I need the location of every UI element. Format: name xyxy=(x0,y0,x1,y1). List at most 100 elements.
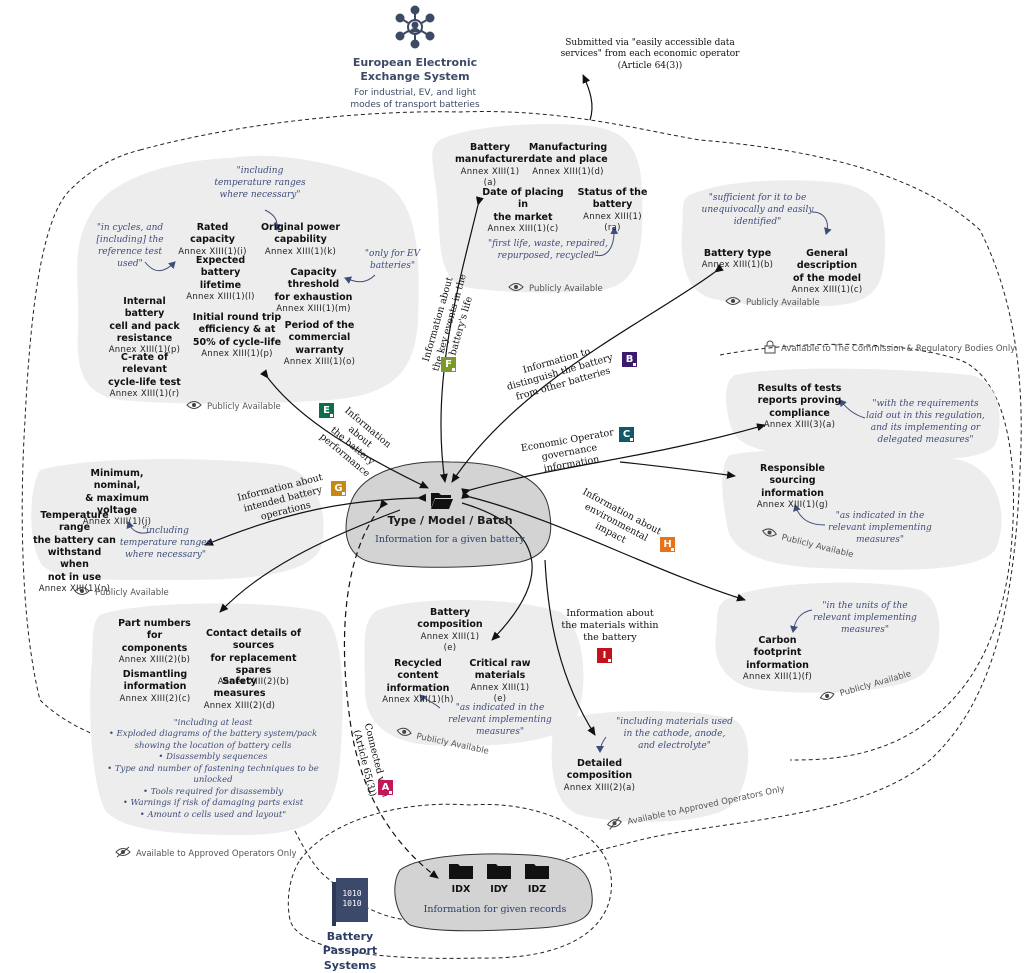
quote-arrow-10 xyxy=(419,694,441,709)
record-idz[interactable]: IDZ xyxy=(524,862,550,895)
quote-arrow-1 xyxy=(264,209,282,231)
folder-icon xyxy=(525,864,549,879)
eye-icon xyxy=(74,586,90,599)
badge-f: F xyxy=(441,357,456,372)
record-idx[interactable]: IDX xyxy=(448,862,474,895)
svg-text:1010: 1010 xyxy=(342,899,361,908)
badge-e: E xyxy=(319,403,334,418)
record-idy[interactable]: IDY xyxy=(486,862,512,895)
badge-a: A xyxy=(378,780,393,795)
approved-operators-boundary xyxy=(21,111,1022,921)
edge-key-events xyxy=(439,196,484,483)
quote-arrow-7 xyxy=(793,504,826,526)
blob-carbon-bg xyxy=(715,582,940,693)
center-subtitle: Information for a given battery xyxy=(375,534,525,545)
quote-arrow-4 xyxy=(594,227,619,257)
eye-icon xyxy=(508,282,524,295)
availability-sourcing: Publicly Available xyxy=(760,526,855,562)
commission-boundary xyxy=(719,343,1014,761)
edge-euro xyxy=(582,74,593,121)
quote-arrow-6 xyxy=(839,399,866,419)
records-subtitle: Information for given records xyxy=(423,904,567,915)
eye-icon xyxy=(818,689,837,706)
badge-b: B xyxy=(622,352,637,367)
availability-operations: Publicly Available xyxy=(74,586,169,599)
quote-dismantling-list: "including at least Exploded diagrams of… xyxy=(88,718,338,821)
badge-i: I xyxy=(597,648,612,663)
availability-materials: Publicly Available xyxy=(395,725,490,757)
blob-performance-bg xyxy=(77,155,419,404)
edge-records xyxy=(343,499,439,879)
folder-open-icon xyxy=(430,490,454,514)
svg-text:1010: 1010 xyxy=(342,889,361,898)
eye-icon xyxy=(395,725,413,741)
badge-h: H xyxy=(660,537,675,552)
blob-tests-bg xyxy=(726,368,1000,461)
blob-key-events-bg xyxy=(432,123,643,293)
folder-icon xyxy=(487,864,511,879)
edge-governance-sourcing xyxy=(619,461,736,479)
quote-arrow-11 xyxy=(596,736,607,753)
quote-arrow-8 xyxy=(126,521,151,534)
network-people-icon xyxy=(392,4,438,50)
badge-c: C xyxy=(619,427,634,442)
lock-icon xyxy=(764,340,776,357)
eye-icon xyxy=(186,400,202,413)
blob-detailed-bg xyxy=(551,711,749,822)
record-folders: IDX IDY IDZ xyxy=(448,862,550,895)
binary-document-icon: 1010 1010 xyxy=(332,878,372,930)
eye-slash-icon xyxy=(115,846,131,861)
availability-performance: Publicly Available xyxy=(186,400,281,413)
quote-arrow-2 xyxy=(144,261,176,272)
availability-identify: Publicly Available xyxy=(725,296,820,309)
quote-arrow-3 xyxy=(344,274,376,284)
edge-operations xyxy=(204,493,427,546)
center-title: Type / Model / Batch xyxy=(387,514,513,527)
edge-materials-1 xyxy=(461,502,533,641)
blob-identify-bg xyxy=(681,180,885,308)
quote-arrow-9 xyxy=(790,609,813,633)
availability-key-events: Publicly Available xyxy=(508,282,603,295)
edge-governance-tests xyxy=(461,423,766,496)
blob-operations-bg xyxy=(31,458,324,581)
edge-performance xyxy=(259,369,429,489)
quote-arrow-5 xyxy=(811,211,832,235)
availability-carbon: Publicly Available xyxy=(818,667,913,706)
